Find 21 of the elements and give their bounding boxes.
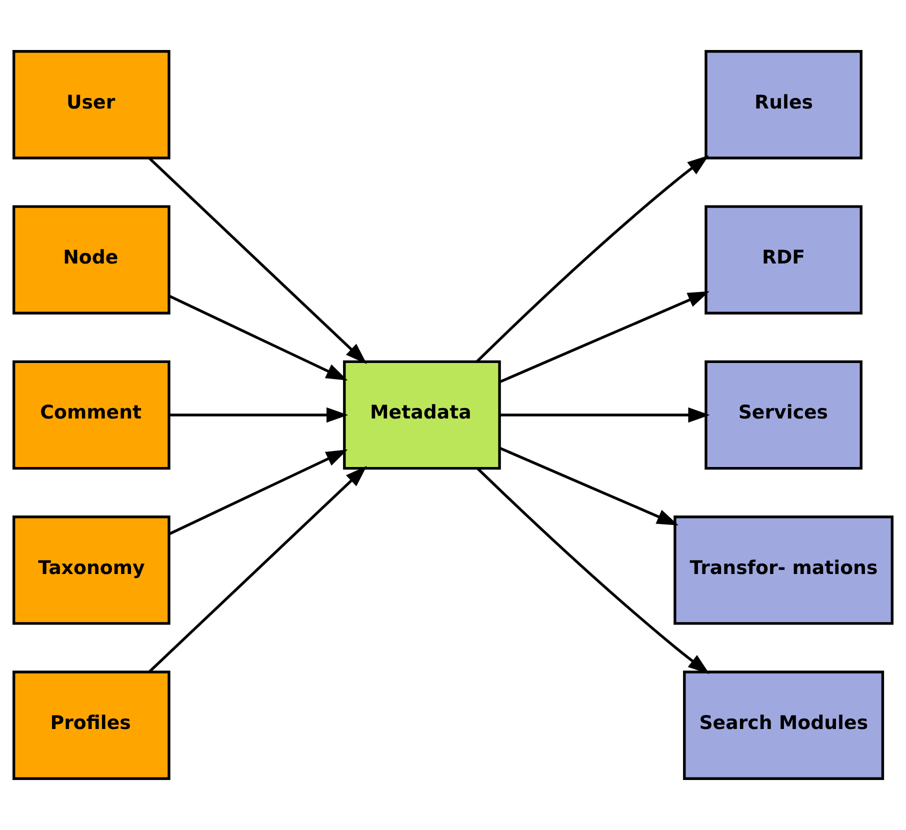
node-box: Search Modules [683, 670, 884, 780]
node-box: Services [704, 360, 862, 470]
arrow [476, 468, 710, 674]
node-box: Transfor- mations [674, 516, 894, 625]
node-box: Taxonomy [12, 516, 170, 625]
arrow [500, 407, 710, 423]
arrow [169, 407, 348, 423]
arrow [499, 446, 679, 526]
node-box: RDF [704, 205, 862, 314]
arrow [148, 466, 367, 673]
node-box: Comment [12, 360, 170, 470]
node-box: Metadata [343, 360, 501, 470]
node-box: User [12, 50, 170, 160]
arrow [476, 155, 709, 362]
arrow [499, 291, 710, 384]
node-box: Rules [704, 50, 862, 160]
arrow [168, 294, 348, 380]
node-box: Node [12, 205, 170, 314]
arrow [148, 157, 367, 364]
node-box: Profiles [12, 670, 170, 780]
arrow [168, 450, 348, 536]
